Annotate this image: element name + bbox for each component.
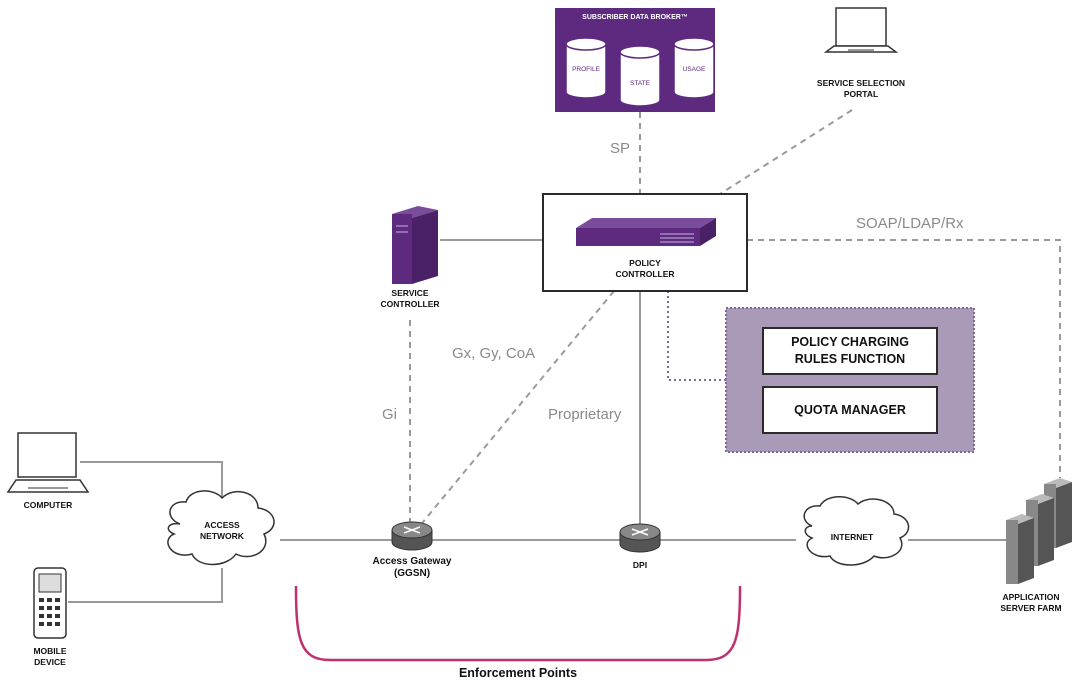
mobile-label-line2: DEVICE xyxy=(34,657,66,667)
db-profile-label: PROFILE xyxy=(572,66,600,73)
access-network-label-line2: NETWORK xyxy=(200,531,244,541)
access-gateway-label-line2: (GGSN) xyxy=(393,568,431,579)
access-network-cloud-icon xyxy=(167,490,275,566)
gi-protocol-label: Gi xyxy=(382,406,397,423)
portal-label: SERVICE SELECTION PORTAL xyxy=(806,78,916,100)
service-controller-server-icon xyxy=(392,206,438,284)
internet-label: INTERNET xyxy=(830,532,874,542)
soap-protocol-label: SOAP/LDAP/Rx xyxy=(856,215,964,232)
gx-protocol-label: Gx, Gy, CoA xyxy=(452,345,536,362)
db-state-label: STATE xyxy=(630,80,650,87)
access-gateway-router-icon xyxy=(391,521,433,551)
service-controller-label-line2: CONTROLLER xyxy=(380,299,440,309)
dpi-router-icon xyxy=(619,523,661,553)
portal-label-line1: SERVICE SELECTION xyxy=(816,78,906,88)
service-controller-label-line1: SERVICE xyxy=(391,288,429,298)
server-farm-label-line2: SERVER FARM xyxy=(1000,603,1062,613)
sp-protocol-label: SP xyxy=(610,140,631,157)
subscriber-data-broker xyxy=(555,8,715,112)
policy-controller-label: POLICY CONTROLLER xyxy=(590,258,700,280)
portal-link xyxy=(719,109,853,195)
policy-controller-appliance-icon xyxy=(576,218,716,246)
pcrf-label-line2: RULES FUNCTION xyxy=(794,352,906,366)
server-farm-label: APPLICATION SERVER FARM xyxy=(984,592,1078,614)
soap-link xyxy=(747,239,1061,478)
connection-lines xyxy=(68,109,1061,603)
pcrf-box: POLICY CHARGING RULES FUNCTION xyxy=(762,327,938,375)
access-gateway-label: Access Gateway (GGSN) xyxy=(356,556,468,580)
mobile-label: MOBILE DEVICE xyxy=(10,646,90,668)
mobile-device-icon xyxy=(33,567,67,639)
policy-controller-label-line1: POLICY xyxy=(629,258,661,268)
db-usage-label: USAGE xyxy=(682,66,706,73)
pcrf-link xyxy=(667,291,726,381)
server-farm-label-line1: APPLICATION xyxy=(1002,592,1060,602)
access-network-label-line1: ACCESS xyxy=(204,520,240,530)
quota-manager-box: QUOTA MANAGER xyxy=(762,386,938,434)
portal-laptop-icon xyxy=(823,7,899,53)
db-state-icon xyxy=(619,45,661,107)
mobile-link xyxy=(68,568,223,603)
db-usage-icon xyxy=(673,37,715,99)
computer-laptop-icon xyxy=(6,432,90,493)
gx-link xyxy=(417,290,615,529)
db-profile-icon xyxy=(565,37,607,99)
access-gateway-label-line1: Access Gateway xyxy=(372,556,452,567)
quota-manager-label: QUOTA MANAGER xyxy=(794,402,906,417)
portal-label-line2: PORTAL xyxy=(843,89,879,99)
server-farm-icon xyxy=(1006,478,1072,584)
dpi-label: DPI xyxy=(632,560,648,570)
computer-link xyxy=(80,461,223,510)
mobile-label-line1: MOBILE xyxy=(33,646,67,656)
service-controller-label: SERVICE CONTROLLER xyxy=(360,288,460,310)
enforcement-bracket xyxy=(294,585,742,662)
internet-cloud-icon xyxy=(803,496,910,566)
enforcement-label: Enforcement Points xyxy=(458,666,578,680)
access-network-label: ACCESS NETWORK xyxy=(180,520,264,542)
sdb-title: SUBSCRIBER DATA BROKER™ xyxy=(582,14,688,21)
pcrf-label-line1: POLICY CHARGING xyxy=(791,335,909,349)
computer-label: COMPUTER xyxy=(23,500,73,510)
policy-controller-label-line2: CONTROLLER xyxy=(615,269,675,279)
proprietary-protocol-label: Proprietary xyxy=(548,406,622,423)
